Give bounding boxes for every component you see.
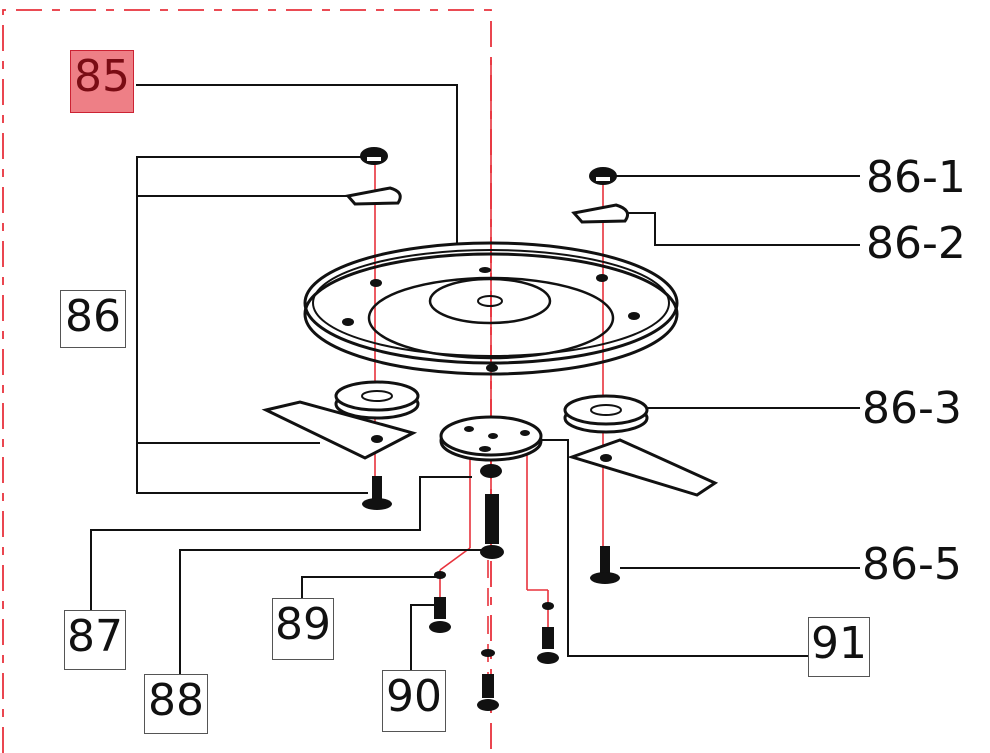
spacer-right [563,394,649,434]
callout-85[interactable]: 85 [70,50,134,113]
washer-86-2-right [571,203,629,224]
callout-86-5[interactable]: 86-5 [862,539,962,590]
blade-disc [303,241,679,376]
nut-right [589,167,617,185]
callout-90[interactable]: 90 [382,670,446,732]
callout-87[interactable]: 87 [64,610,126,670]
leader-lines [90,84,860,675]
callout-86-3[interactable]: 86-3 [862,383,962,434]
callout-91[interactable]: 91 [808,617,870,677]
callout-89[interactable]: 89 [272,598,334,660]
blade-left [261,400,418,460]
blade-right [567,438,719,497]
washer-86-2-left [345,186,402,206]
callout-88[interactable]: 88 [144,674,208,734]
callout-86[interactable]: 86 [60,290,126,348]
disc-holes [342,267,640,372]
nut-left [360,147,388,165]
callout-86-1[interactable]: 86-1 [866,152,966,203]
bolts [362,464,620,711]
callout-86-2[interactable]: 86-2 [866,218,966,269]
spacer-left [334,380,420,420]
